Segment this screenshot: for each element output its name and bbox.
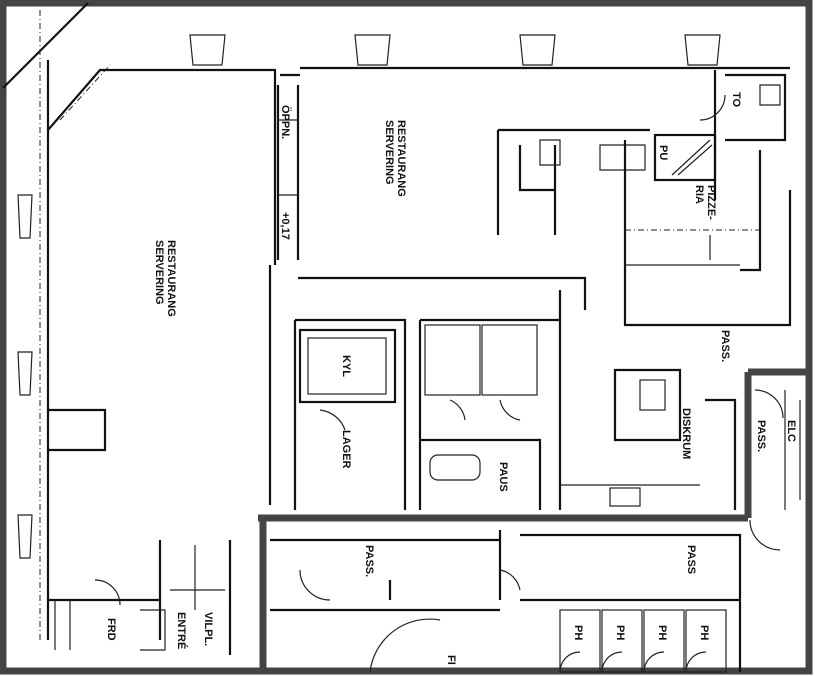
label-pizzeria-1: PIZZE- (705, 185, 717, 220)
label-paus: PAUS (497, 462, 509, 492)
label-elc: ELC (785, 420, 797, 442)
left-windows (17, 194, 33, 559)
label-restaurant-right-1: RESTAURANG (395, 120, 407, 197)
left-restaurant-wall (47, 68, 277, 452)
label-vilpl: VILPL. (202, 612, 214, 646)
ph-cubicles (559, 609, 727, 673)
kyl-room (298, 328, 397, 404)
label-frd: FRD (105, 618, 117, 641)
label-kyl: KYL (340, 355, 352, 377)
label-restaurant-left-2: SERVERING (153, 240, 165, 305)
label-ph-2: PH (614, 625, 626, 640)
label-ph-1: PH (572, 625, 584, 640)
label-pass-top: PASS. (719, 330, 731, 362)
label-pizzeria-2: RIA (693, 185, 705, 204)
label-fi: FI (445, 655, 457, 665)
label-level: +0,17 (279, 212, 291, 240)
corner-diagonal (2, 2, 89, 89)
label-restaurant-left-1: RESTAURANG (165, 240, 177, 317)
label-ph-4: PH (698, 625, 710, 640)
label-pass-right: PASS. (755, 420, 767, 452)
label-to: TO (730, 92, 742, 108)
label-entre: ENTRÉ (175, 612, 188, 649)
label-oppn: ÖPPN. (279, 105, 292, 139)
top-windows (189, 34, 721, 66)
label-pu: PU (657, 145, 669, 160)
label-lager: LAGER (340, 430, 352, 469)
label-restaurant-right-2: SERVERING (383, 120, 395, 185)
label-diskrum: DISKRUM (680, 408, 692, 459)
label-ph-3: PH (656, 625, 668, 640)
label-pass-bottom: PASS (685, 545, 697, 574)
label-pass-mid: PASS. (363, 545, 375, 577)
